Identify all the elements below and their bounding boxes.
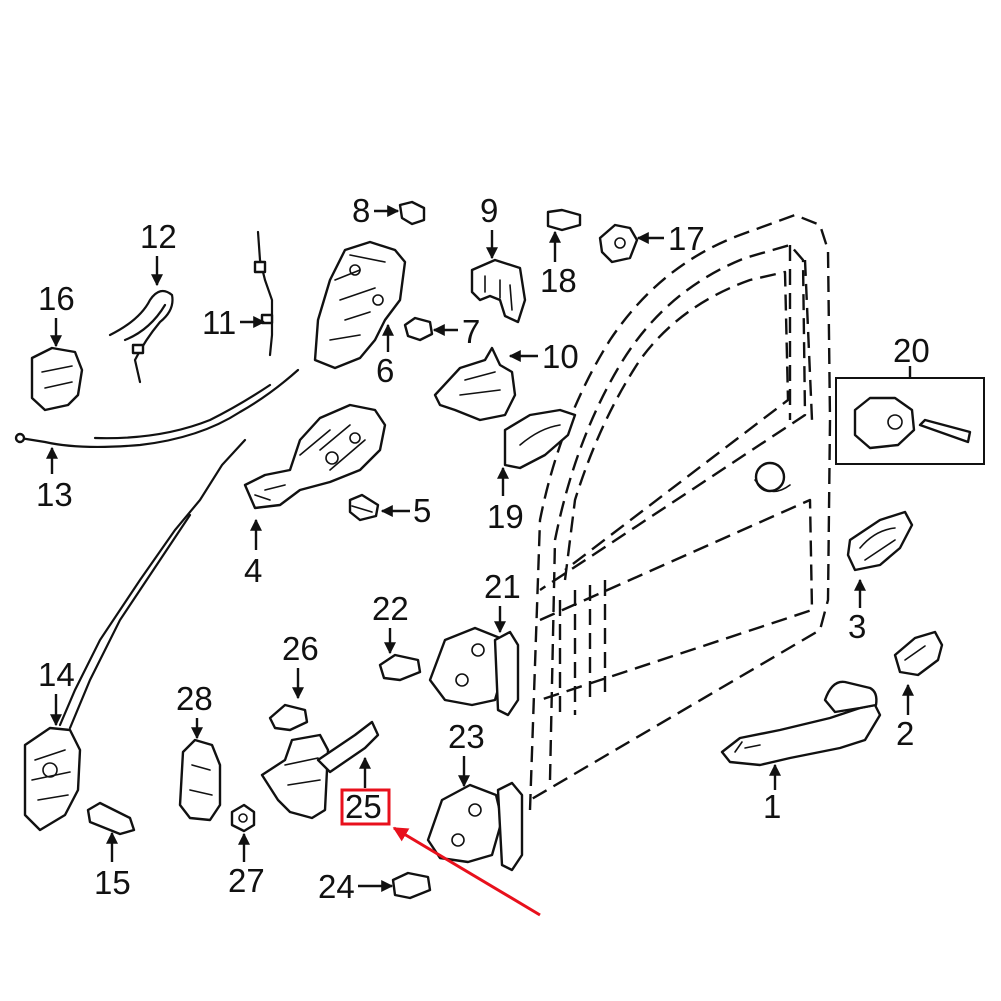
callout-27: 27	[228, 862, 265, 899]
door-check-nut	[230, 803, 256, 833]
door-lock-actuator	[313, 240, 407, 370]
callout-18: 18	[540, 262, 577, 299]
callout-15: 15	[94, 864, 131, 901]
callout-17: 17	[668, 220, 705, 257]
callout-28: 28	[176, 680, 213, 717]
door-striker	[598, 223, 639, 264]
inside-door-handle	[846, 510, 914, 572]
callout-9: 9	[480, 192, 498, 229]
callout-26: 26	[282, 630, 319, 667]
hinge-bolt-upper	[378, 653, 422, 682]
callout-25: 25	[345, 788, 382, 825]
callout-24: 24	[318, 868, 355, 905]
actuator-screw	[403, 316, 434, 342]
rod-clip	[470, 258, 527, 324]
lock-cable	[108, 289, 174, 384]
callout-3: 3	[848, 608, 866, 645]
callout-16: 16	[38, 280, 75, 317]
callout-14: 14	[38, 656, 75, 693]
hinge-bolt-lower	[391, 871, 432, 900]
callout-13: 13	[36, 476, 73, 513]
lock-bracket	[433, 346, 517, 422]
door-shell-outline	[528, 213, 832, 811]
outside-handle-carrier-bracket	[243, 403, 387, 510]
callout-11: 11	[202, 304, 236, 341]
callout-5: 5	[413, 492, 431, 529]
door-check-strap	[260, 720, 380, 820]
callout-12: 12	[140, 218, 177, 255]
callout-6: 6	[376, 352, 394, 389]
highlight-box	[340, 788, 391, 826]
striker-bolt	[546, 208, 582, 232]
actuator-bolt	[398, 200, 426, 226]
highlight-arrow	[392, 826, 541, 917]
handle-cover-cap	[893, 630, 944, 677]
callout-4: 4	[244, 552, 262, 589]
inside-handle-bezel	[503, 408, 577, 470]
door-mirror-mount	[754, 461, 791, 493]
door-check-pad	[178, 738, 222, 822]
callout-1: 1	[763, 788, 781, 825]
release-cable	[14, 368, 300, 449]
callout-10: 10	[542, 338, 579, 375]
door-check-bolt	[268, 703, 309, 732]
callout-2: 2	[896, 715, 914, 752]
callout-8: 8	[352, 192, 370, 229]
callout-22: 22	[372, 590, 409, 627]
outside-door-handle	[720, 680, 882, 767]
lower-door-hinge	[426, 781, 524, 872]
callout-20: 20	[893, 332, 930, 369]
callout-7: 7	[462, 313, 480, 350]
door-latch	[23, 438, 247, 832]
callout-21: 21	[484, 568, 521, 605]
lock-motor	[30, 346, 84, 412]
latch-screw	[86, 801, 136, 836]
lock-rod	[253, 230, 274, 357]
callout-23: 23	[448, 718, 485, 755]
lock-cylinder-kit	[835, 377, 985, 465]
callout-19: 19	[487, 498, 524, 535]
upper-door-hinge	[428, 626, 520, 717]
handle-screw	[348, 493, 380, 522]
